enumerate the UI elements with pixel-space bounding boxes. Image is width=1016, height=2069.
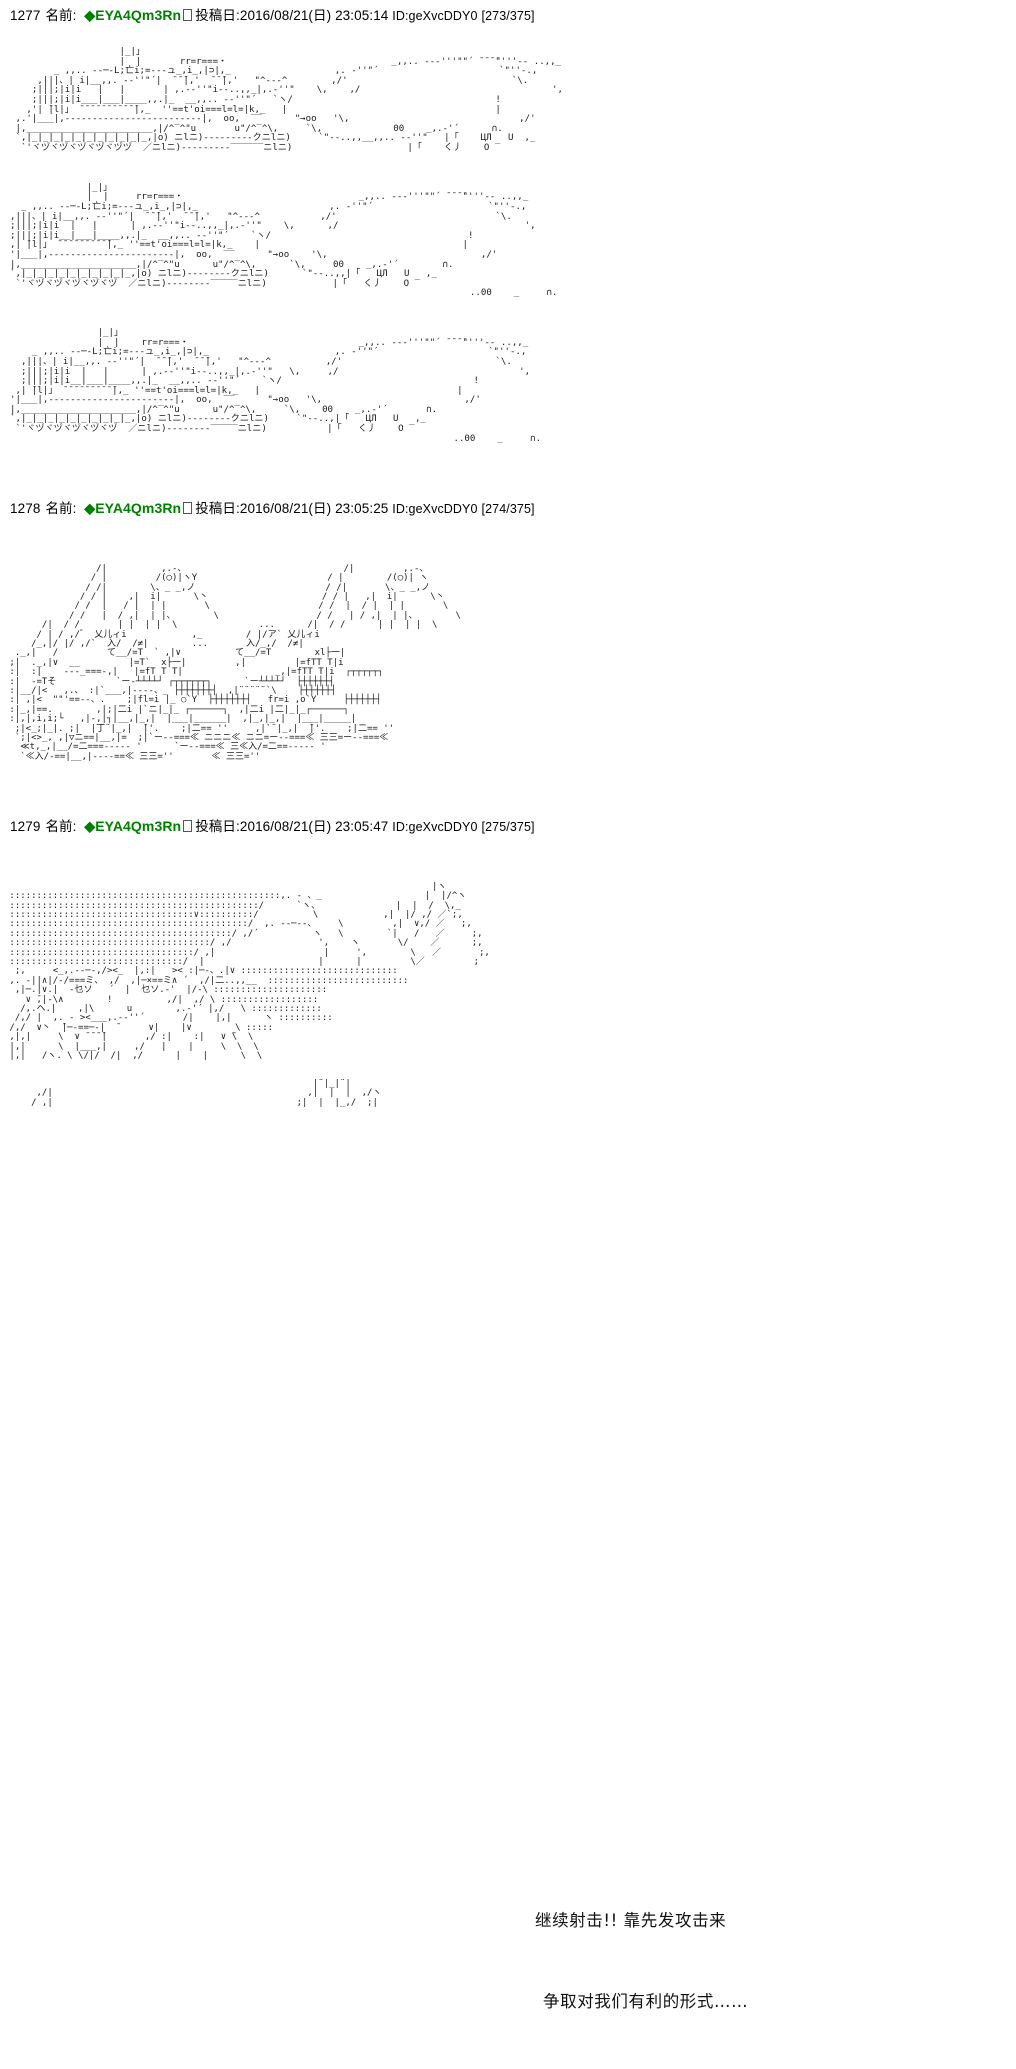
post-author-handle[interactable]: ◆EYA4Qm3Rn xyxy=(84,818,182,835)
post-header: 1277 名前: ◆EYA4Qm3Rn 投稿日:2016/08/21(日) 23:0… xyxy=(0,0,1016,27)
post-body: /| ,.-、 /| ,.-、 / | /(◯)|ヽY / | /(◯)| ヽ xyxy=(0,520,1016,811)
ascii-art-scene-bottom: |¨|_|¨| ,/| ,| | | ,/ヽ / ,| ;| | |_,/ ;| xyxy=(31,1078,382,1108)
ascii-art-tank-1: |_|」 | | rr=r===・ _,,.. -‐‐'''""´ ̄ ̄ ̄ … xyxy=(15,47,563,154)
post-counter: [274/375] xyxy=(481,502,535,517)
spacer xyxy=(0,838,1016,864)
date-label: 投稿日: xyxy=(195,501,240,517)
post-number: 1279 xyxy=(10,819,41,835)
post-number: 1277 xyxy=(10,8,41,23)
post-id: ID:geXvcDDY0 xyxy=(392,9,478,23)
tripcode-box-icon xyxy=(183,502,193,515)
ascii-art-tank-3: |_|」 | | rr=r===・ _,,.. -‐‐'''""´ ̄ ̄ ̄ … xyxy=(10,328,542,444)
dialogue-balloon: 继续射击!! 靠先发攻击来 争取对我们有利的形式…… xyxy=(535,1853,748,2069)
name-label: 名前: xyxy=(45,501,77,517)
spacer xyxy=(0,163,1016,175)
post-1277: 1277 名前: ◆EYA4Qm3Rn 投稿日:2016/08/21(日) 23:0… xyxy=(0,0,1016,493)
date-label: 投稿日: xyxy=(195,8,240,23)
post-author-handle[interactable]: ◆EYA4Qm3Rn xyxy=(84,7,182,23)
dialogue-line-2: 争取对我们有利的形式…… xyxy=(543,1992,749,2012)
post-body: |_|」 | | rr=r===・ _,,.. -‐‐'''""´ ̄ ̄ ̄ … xyxy=(0,27,1016,493)
spacer xyxy=(0,308,1016,320)
post-id: ID:geXvcDDY0 xyxy=(392,502,478,517)
post-date: 2016/08/21(日) 23:05:25 xyxy=(239,501,389,517)
post-id: ID:geXvcDDY0 xyxy=(392,820,478,835)
tripcode-box-icon xyxy=(183,9,193,21)
ascii-art-mecha: /| ,.-、 /| ,.-、 / | /(◯)|ヽY / | /(◯)| ヽ xyxy=(9,563,461,762)
spacer xyxy=(0,453,1016,493)
post-counter: [275/375] xyxy=(481,820,535,835)
spacer xyxy=(0,520,1016,546)
ascii-art-scene: |ヽ :::::::::::::::::::::::::::::::::::::… xyxy=(9,881,490,1061)
name-label: 名前: xyxy=(45,819,77,835)
post-number: 1278 xyxy=(10,501,41,517)
dialogue-line-1: 继续射击!! 靠先发攻击来 xyxy=(535,1911,727,1931)
post-date: 2016/08/21(日) 23:05:14 xyxy=(239,8,389,23)
post-date: 2016/08/21(日) 23:05:47 xyxy=(239,819,389,835)
post-counter: [273/375] xyxy=(481,9,535,23)
spacer xyxy=(0,771,1016,811)
tripcode-box-icon xyxy=(183,820,193,833)
date-label: 投稿日: xyxy=(195,819,240,835)
post-author-handle[interactable]: ◆EYA4Qm3Rn xyxy=(84,500,182,517)
spacer xyxy=(0,27,1016,39)
post-body: |ヽ :::::::::::::::::::::::::::::::::::::… xyxy=(0,838,1016,2011)
name-label: 名前: xyxy=(45,8,77,23)
ascii-art-tank-2: |_|」 | | rr=r===・ _,,.. -‐‐'''""´ ̄ ̄ ̄ … xyxy=(10,182,558,299)
